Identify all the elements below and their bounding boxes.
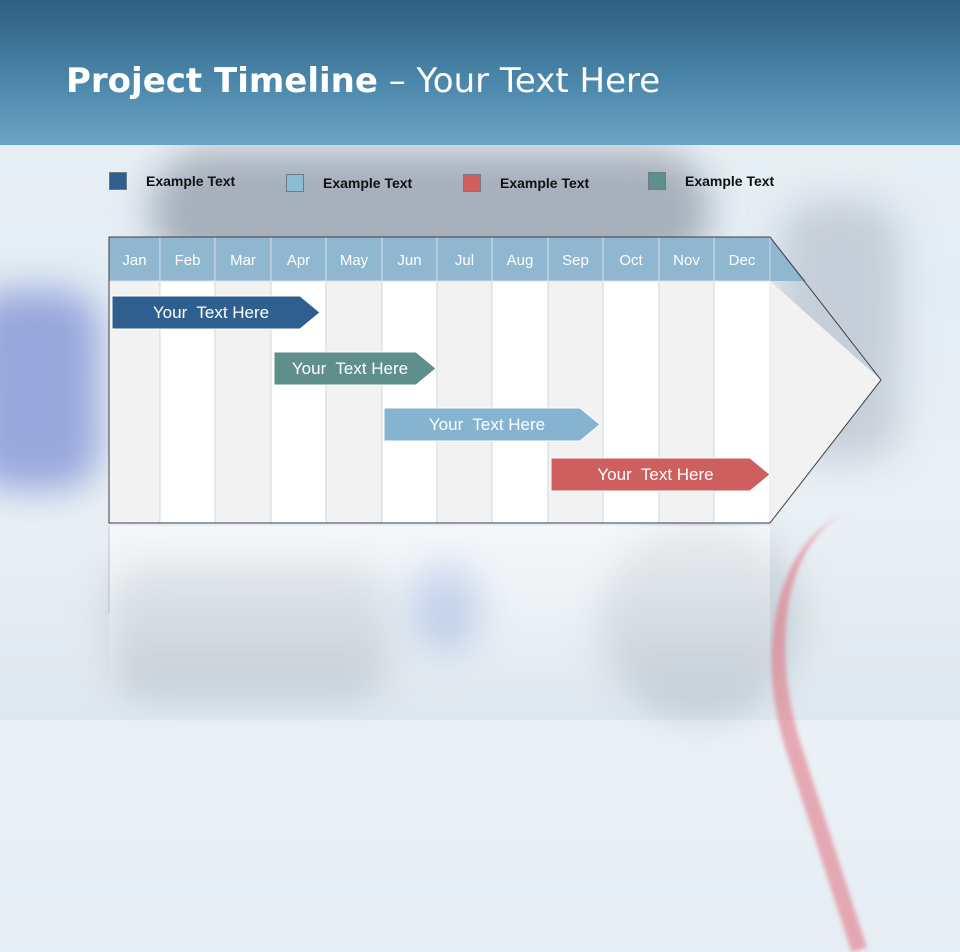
task-bar: Your Text Here: [550, 457, 771, 492]
month-header-cell: [436, 236, 493, 282]
legend-item: Example Text: [648, 170, 774, 192]
title-bold: Project Timeline: [66, 61, 378, 101]
month-label: May: [340, 252, 369, 269]
month-column: [325, 280, 383, 524]
month-header-cell: [491, 236, 549, 282]
title-subtitle: – Your Text Here: [377, 61, 661, 101]
month-label: Feb: [175, 252, 201, 269]
task-bar-label: Your Text Here: [429, 415, 545, 434]
reflection-panel: [109, 526, 770, 696]
month-header-cell: [159, 236, 216, 282]
month-header-cell: [381, 236, 438, 282]
month-header-cell: [325, 236, 383, 282]
legend-label: Example Text: [685, 173, 775, 189]
task-bar-shape: [550, 457, 771, 492]
month-header-cell: [713, 236, 771, 282]
task-bar: Your Text Here: [111, 295, 321, 330]
timeline-arrow-outline: [108, 236, 882, 524]
task-bar: Your Text Here: [273, 351, 437, 386]
legend-label: Example Text: [323, 175, 413, 191]
task-bar: Your Text Here: [383, 407, 601, 442]
chart-reflection: [108, 526, 770, 696]
legend-swatch: [109, 172, 127, 190]
legend-swatch: [648, 172, 666, 190]
month-column: [491, 280, 549, 524]
legend-label: Example Text: [146, 173, 236, 189]
month-label: Dec: [729, 252, 756, 269]
legend-swatch: [286, 174, 304, 192]
page-title: Project Timeline – Your Text Here: [66, 58, 660, 104]
legend-swatch: [463, 174, 481, 192]
month-label: Apr: [287, 252, 310, 269]
task-bar-label: Your Text Here: [597, 465, 713, 484]
arrow-head-body: [770, 281, 881, 523]
task-bar-shape: [383, 407, 601, 442]
month-column: [436, 280, 493, 524]
month-label: Jun: [397, 252, 421, 269]
background-blur: [0, 290, 100, 490]
month-header-row: Jan Feb Mar Apr May Jun Jul Aug Sep Oct Nov Dec: [108, 236, 771, 282]
month-column: [381, 280, 438, 524]
timeline-chart: Jan Feb Mar Apr May Jun Jul Aug Sep Oct Nov Dec You…: [108, 236, 882, 696]
month-header-cell: [270, 236, 327, 282]
month-label: Sep: [562, 252, 589, 269]
month-label: Oct: [619, 252, 643, 269]
month-label: Aug: [507, 252, 534, 269]
title-banner: Project Timeline – Your Text Here: [0, 0, 960, 145]
task-bar-label: Your Text Here: [292, 359, 408, 378]
month-label: Nov: [673, 252, 700, 269]
month-label: Jan: [122, 252, 146, 269]
legend-label: Example Text: [500, 175, 590, 191]
month-label: Jul: [455, 252, 474, 269]
legend-item: Example Text: [463, 172, 589, 194]
month-label: Mar: [230, 252, 256, 269]
task-bar-label: Your Text Here: [153, 303, 269, 322]
timeline-outline: [108, 236, 882, 524]
task-bar-shape: [273, 351, 437, 386]
legend-item: Example Text: [286, 172, 412, 194]
month-header-cell: [547, 236, 604, 282]
legend-item: Example Text: [109, 170, 235, 192]
task-bar-shape: [111, 295, 321, 330]
